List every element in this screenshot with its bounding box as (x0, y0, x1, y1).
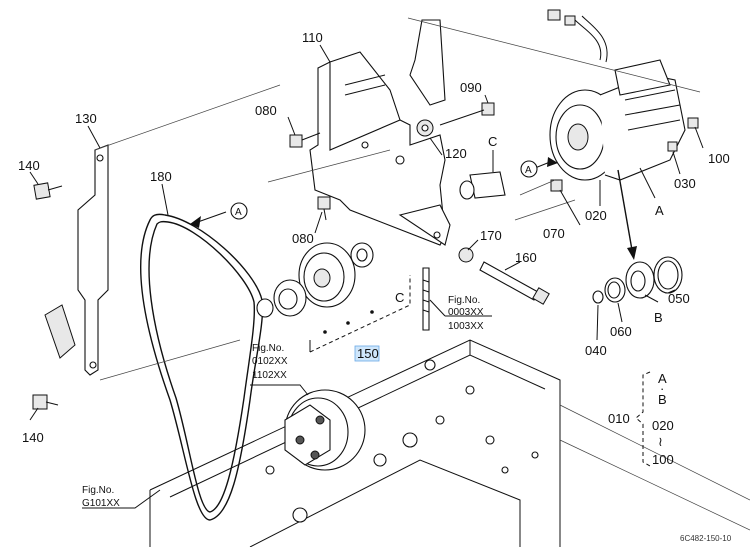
assembly-item-020: 020 (652, 418, 674, 433)
belt-180 (140, 213, 264, 521)
shaft-c-upper (459, 150, 506, 200)
label-180: 180 (150, 169, 172, 184)
label-030: 030 (674, 176, 696, 191)
arrow-to-bearing (617, 169, 637, 260)
label-150-highlight (354, 345, 380, 362)
fig1-code-b: 1003XX (448, 321, 484, 332)
nut-120 (416, 119, 434, 137)
bearing-group (592, 256, 683, 304)
figure-references: Fig.No. 0003XX 1003XX Fig.No. 0102XX 110… (82, 295, 484, 509)
ref-c-shaft: C (488, 134, 497, 149)
label-140-top: 140 (18, 158, 40, 173)
ref-a-compressor: A (655, 203, 664, 218)
label-130: 130 (75, 111, 97, 126)
bolt-100 (687, 117, 699, 129)
fig2-label: Fig.No. (252, 343, 284, 354)
part-labels: 110 080 090 120 130 140 140 180 080 170 … (18, 30, 730, 445)
label-170: 170 (480, 228, 502, 243)
assembly-item-100: 100 (652, 452, 674, 467)
label-140-bottom: 140 (22, 430, 44, 445)
bolt-140-top (33, 182, 63, 200)
assembly-010: 010 A · B 020 ≀ 100 (608, 371, 674, 467)
label-040: 040 (585, 343, 607, 358)
assembly-label: 010 (608, 411, 630, 426)
ref-a-left: A (235, 207, 242, 218)
fig1-label: Fig.No. (448, 295, 480, 306)
assembly-item-b: B (658, 392, 667, 407)
ref-circle-a-right (520, 160, 538, 178)
ref-a-right: A (525, 165, 532, 176)
label-020: 020 (585, 208, 607, 223)
label-080-lower: 080 (292, 231, 314, 246)
bolt-070 (550, 179, 563, 192)
fig3-code-a: G101XX (82, 498, 120, 509)
idler-pulley-group (256, 242, 411, 353)
bolt-090 (439, 102, 495, 126)
ref-circle-a-left (230, 202, 248, 220)
assembly-item-a: A (658, 371, 667, 386)
label-050: 050 (668, 291, 690, 306)
fig2-code-a: 0102XX (252, 356, 288, 367)
label-060: 060 (610, 324, 632, 339)
bracket-130 (44, 84, 281, 381)
drawing-code: 6C482-150-10 (680, 534, 732, 543)
bolt-030 (667, 141, 678, 152)
assembly-brace (635, 371, 651, 467)
label-090: 090 (460, 80, 482, 95)
label-160: 160 (515, 250, 537, 265)
label-120: 120 (445, 146, 467, 161)
crank-pulley (284, 389, 366, 471)
label-100: 100 (708, 151, 730, 166)
bolt-080-lower (317, 196, 331, 221)
fig2-code-b: 1102XX (252, 370, 287, 381)
nut-170 (458, 247, 474, 263)
label-080-top: 080 (255, 103, 277, 118)
fig1-code-a: 0003XX (448, 307, 484, 318)
leader-lines (29, 44, 704, 509)
assembly-tilde: ≀ (658, 434, 663, 449)
bolt-140-bottom (32, 394, 59, 410)
label-150: 150 (357, 346, 379, 361)
ref-b-bearing: B (654, 310, 663, 325)
assembly-dot-1: · (660, 381, 664, 396)
reference-letters: A A A B C C (230, 134, 664, 325)
bolt-080-top (289, 132, 321, 148)
compressor (547, 9, 686, 181)
bolt-160 (479, 261, 550, 305)
label-070: 070 (543, 226, 565, 241)
label-110: 110 (302, 30, 323, 45)
section-lines (267, 17, 701, 221)
chassis-frame (149, 339, 750, 547)
ref-c-idler: C (395, 290, 404, 305)
fig3-label: Fig.No. (82, 485, 114, 496)
idler-stud (422, 267, 430, 331)
